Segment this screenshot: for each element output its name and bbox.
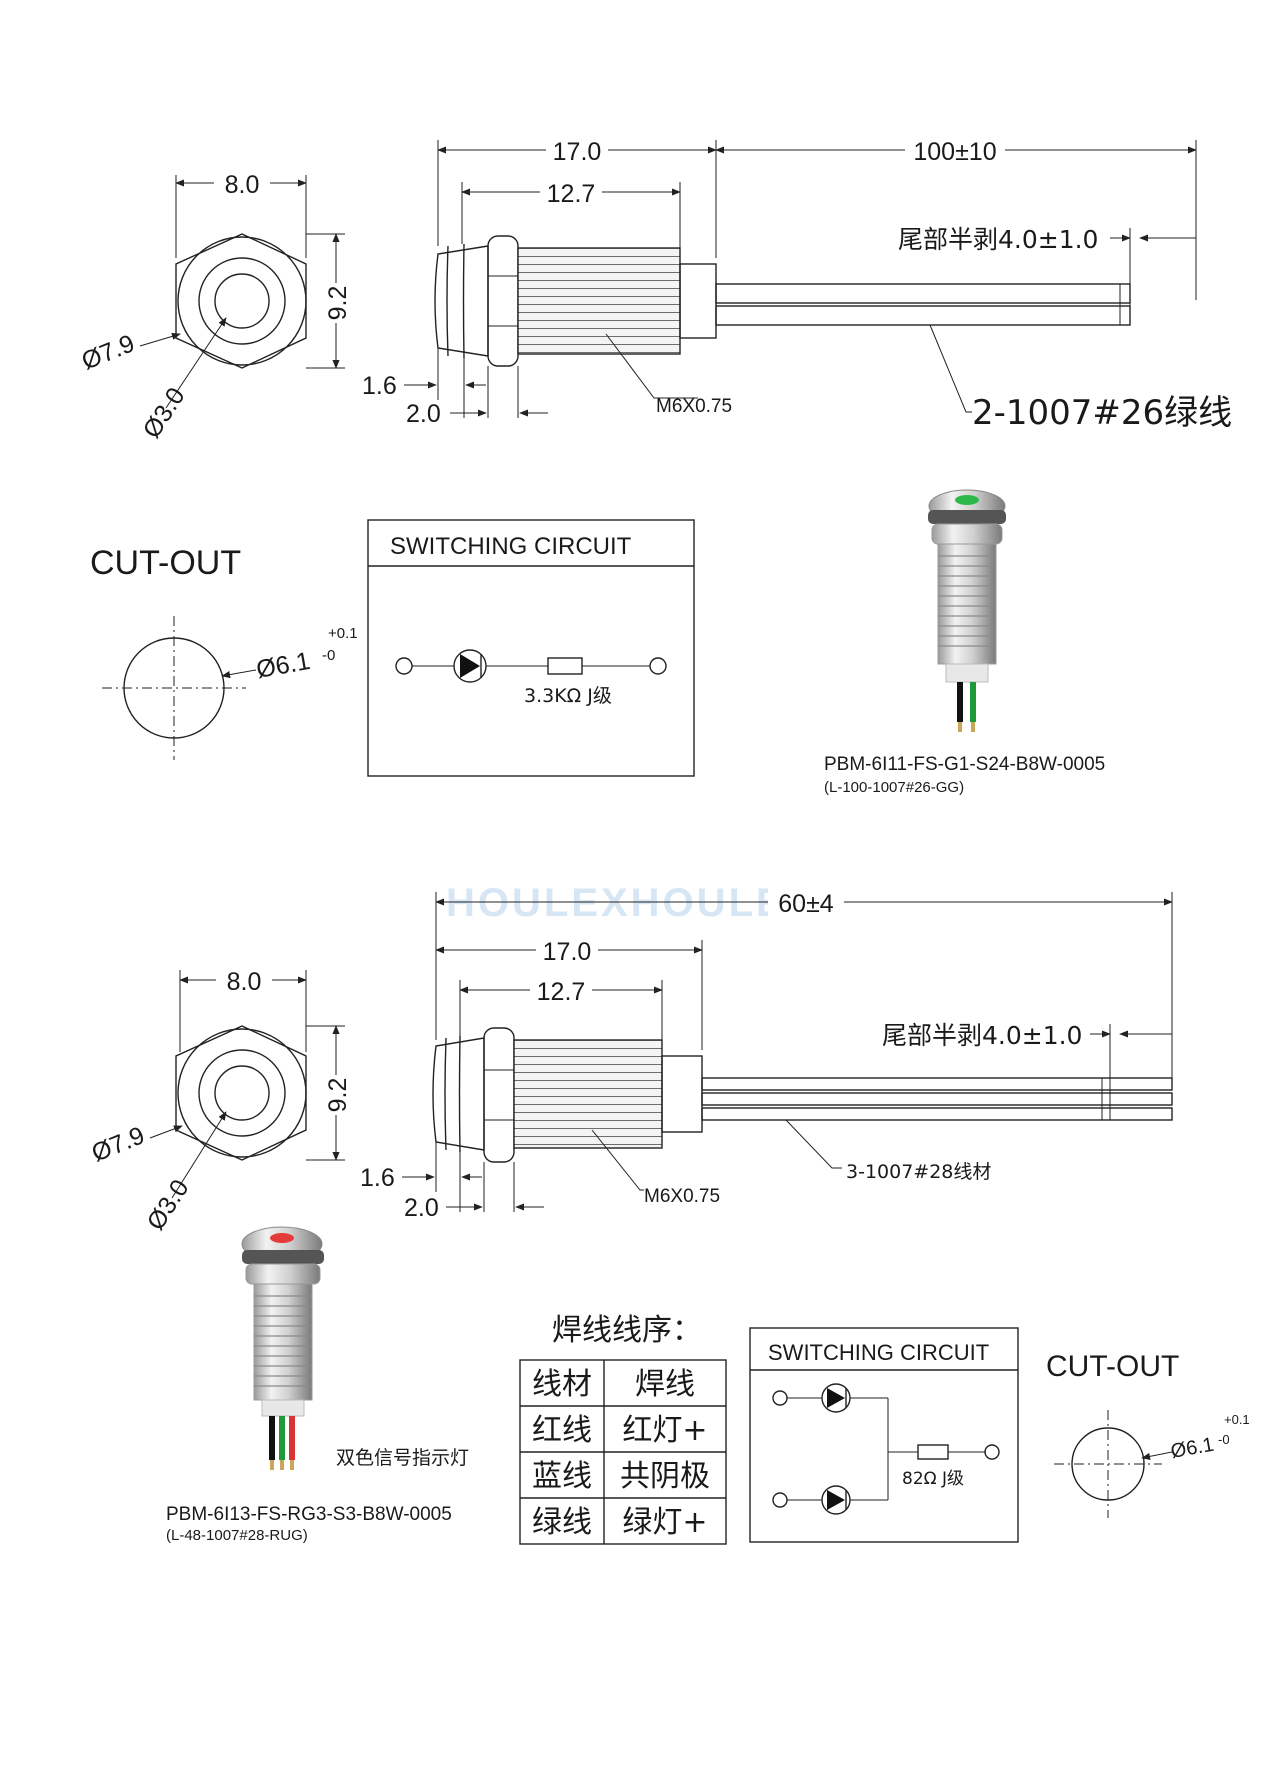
bottom-side-strip: 尾部半剥4.0±1.0	[882, 1021, 1082, 1050]
top-circuit-title: SWITCHING CIRCUIT	[390, 533, 632, 560]
bottom-circuit-box: SWITCHING CIRCUIT 82Ω J级	[749, 1327, 1019, 1543]
wiring-table: 焊线线序： 线材 焊线 红线 红灯+ 蓝线 共阴极 绿线 绿灯+	[519, 1313, 727, 1545]
bottom-front-view: 8.0 9.2 Ø7.9 Ø3.0	[88, 965, 352, 1235]
table-cell: 绿灯+	[622, 1505, 707, 1540]
bottom-product-label: 双色信号指示灯	[336, 1447, 469, 1469]
bottom-front-height: 9.2	[324, 1078, 352, 1113]
top-cutout-tol-minus: -0	[322, 647, 335, 664]
top-side-wire-len: 100±10	[913, 138, 996, 166]
table-header-solder: 焊线	[635, 1367, 695, 1402]
wiring-table-title: 焊线线序：	[552, 1313, 702, 1348]
top-front-outer-dia: Ø7.9	[78, 329, 139, 375]
top-cutout: CUT-OUT Ø6.1 +0.1 -0	[90, 544, 358, 760]
top-cutout-tol-plus: +0.1	[328, 625, 358, 642]
top-side-view: 17.0 12.7 100±10 尾部半剥4.0±1.0 1.6	[362, 136, 1232, 433]
table-header-wire: 线材	[532, 1367, 592, 1402]
top-side-total-len: 17.0	[553, 138, 602, 166]
bottom-cutout-tol-minus: -0	[1218, 1432, 1230, 1447]
top-side-d1: 1.6	[362, 372, 397, 400]
bottom-side-wire: 3-1007#28线材	[846, 1161, 991, 1183]
table-cell: 红灯+	[622, 1413, 707, 1448]
top-side-d2: 2.0	[406, 400, 441, 428]
top-led-lens	[955, 495, 979, 505]
table-cell: 共阴极	[620, 1459, 710, 1494]
top-front-width: 8.0	[225, 171, 260, 199]
top-front-view: 8.0 9.2 Ø7.9 Ø3.0	[78, 168, 352, 443]
bottom-front-width: 8.0	[227, 968, 262, 996]
top-front-height: 9.2	[324, 286, 352, 321]
top-side-strip: 尾部半剥4.0±1.0	[898, 225, 1098, 254]
top-side-thread-len: 12.7	[547, 180, 596, 208]
top-side-thread: M6X0.75	[656, 396, 732, 417]
bottom-side-d1: 1.6	[360, 1164, 395, 1192]
bottom-side-wire-len: 60±4	[778, 890, 834, 918]
bottom-side-total-len: 17.0	[543, 938, 592, 966]
top-product-illustration: PBM-6I11-FS-G1-S24-B8W-0005 (L-100-1007#…	[824, 489, 1105, 796]
bottom-cutout-dia: Ø6.1	[1169, 1434, 1216, 1463]
top-cutout-dia: Ø6.1	[254, 647, 312, 684]
top-front-inner-dia: Ø3.0	[138, 383, 191, 444]
bottom-side-thread: M6X0.75	[644, 1186, 720, 1207]
bottom-cutout-tol-plus: +0.1	[1224, 1412, 1250, 1427]
bottom-cutout-title: CUT-OUT	[1046, 1350, 1179, 1383]
top-cutout-title: CUT-OUT	[90, 544, 241, 582]
bottom-circuit-title: SWITCHING CIRCUIT	[768, 1340, 989, 1365]
bottom-side-thread-len: 12.7	[537, 978, 586, 1006]
bottom-cutout: CUT-OUT Ø6.1 +0.1 -0	[1046, 1350, 1250, 1518]
bottom-circuit-resistor: 82Ω J级	[902, 1469, 964, 1489]
bottom-side-view: 60±4 17.0 12.7 尾部半剥4.0±1.0 1.6	[360, 888, 1173, 1222]
table-cell: 红线	[532, 1413, 592, 1448]
bottom-front-inner-dia: Ø3.0	[142, 1175, 195, 1236]
top-circuit-resistor: 3.3KΩ J级	[524, 685, 612, 707]
bottom-product-sub: (L-48-1007#28-RUG)	[166, 1527, 308, 1544]
bottom-led-lens	[270, 1233, 294, 1243]
top-product-part: PBM-6I11-FS-G1-S24-B8W-0005	[824, 754, 1105, 775]
bottom-section: 8.0 9.2 Ø7.9 Ø3.0	[88, 888, 1250, 1545]
top-section: 8.0 9.2 Ø7.9 Ø3.0	[78, 136, 1232, 796]
bottom-product-illustration: 双色信号指示灯 PBM-6I13-FS-RG3-S3-B8W-0005 (L-4…	[166, 1226, 469, 1544]
bottom-side-d2: 2.0	[404, 1194, 439, 1222]
top-side-wire: 2-1007#26绿线	[972, 393, 1232, 433]
table-cell: 绿线	[532, 1505, 592, 1540]
bottom-front-outer-dia: Ø7.9	[88, 1121, 149, 1167]
bottom-product-part: PBM-6I13-FS-RG3-S3-B8W-0005	[166, 1504, 452, 1525]
top-circuit-box: SWITCHING CIRCUIT 3.3KΩ J级	[367, 519, 695, 777]
top-product-sub: (L-100-1007#26-GG)	[824, 779, 964, 796]
table-cell: 蓝线	[532, 1459, 592, 1494]
watermark: HOULEXHOULEX	[446, 881, 815, 925]
